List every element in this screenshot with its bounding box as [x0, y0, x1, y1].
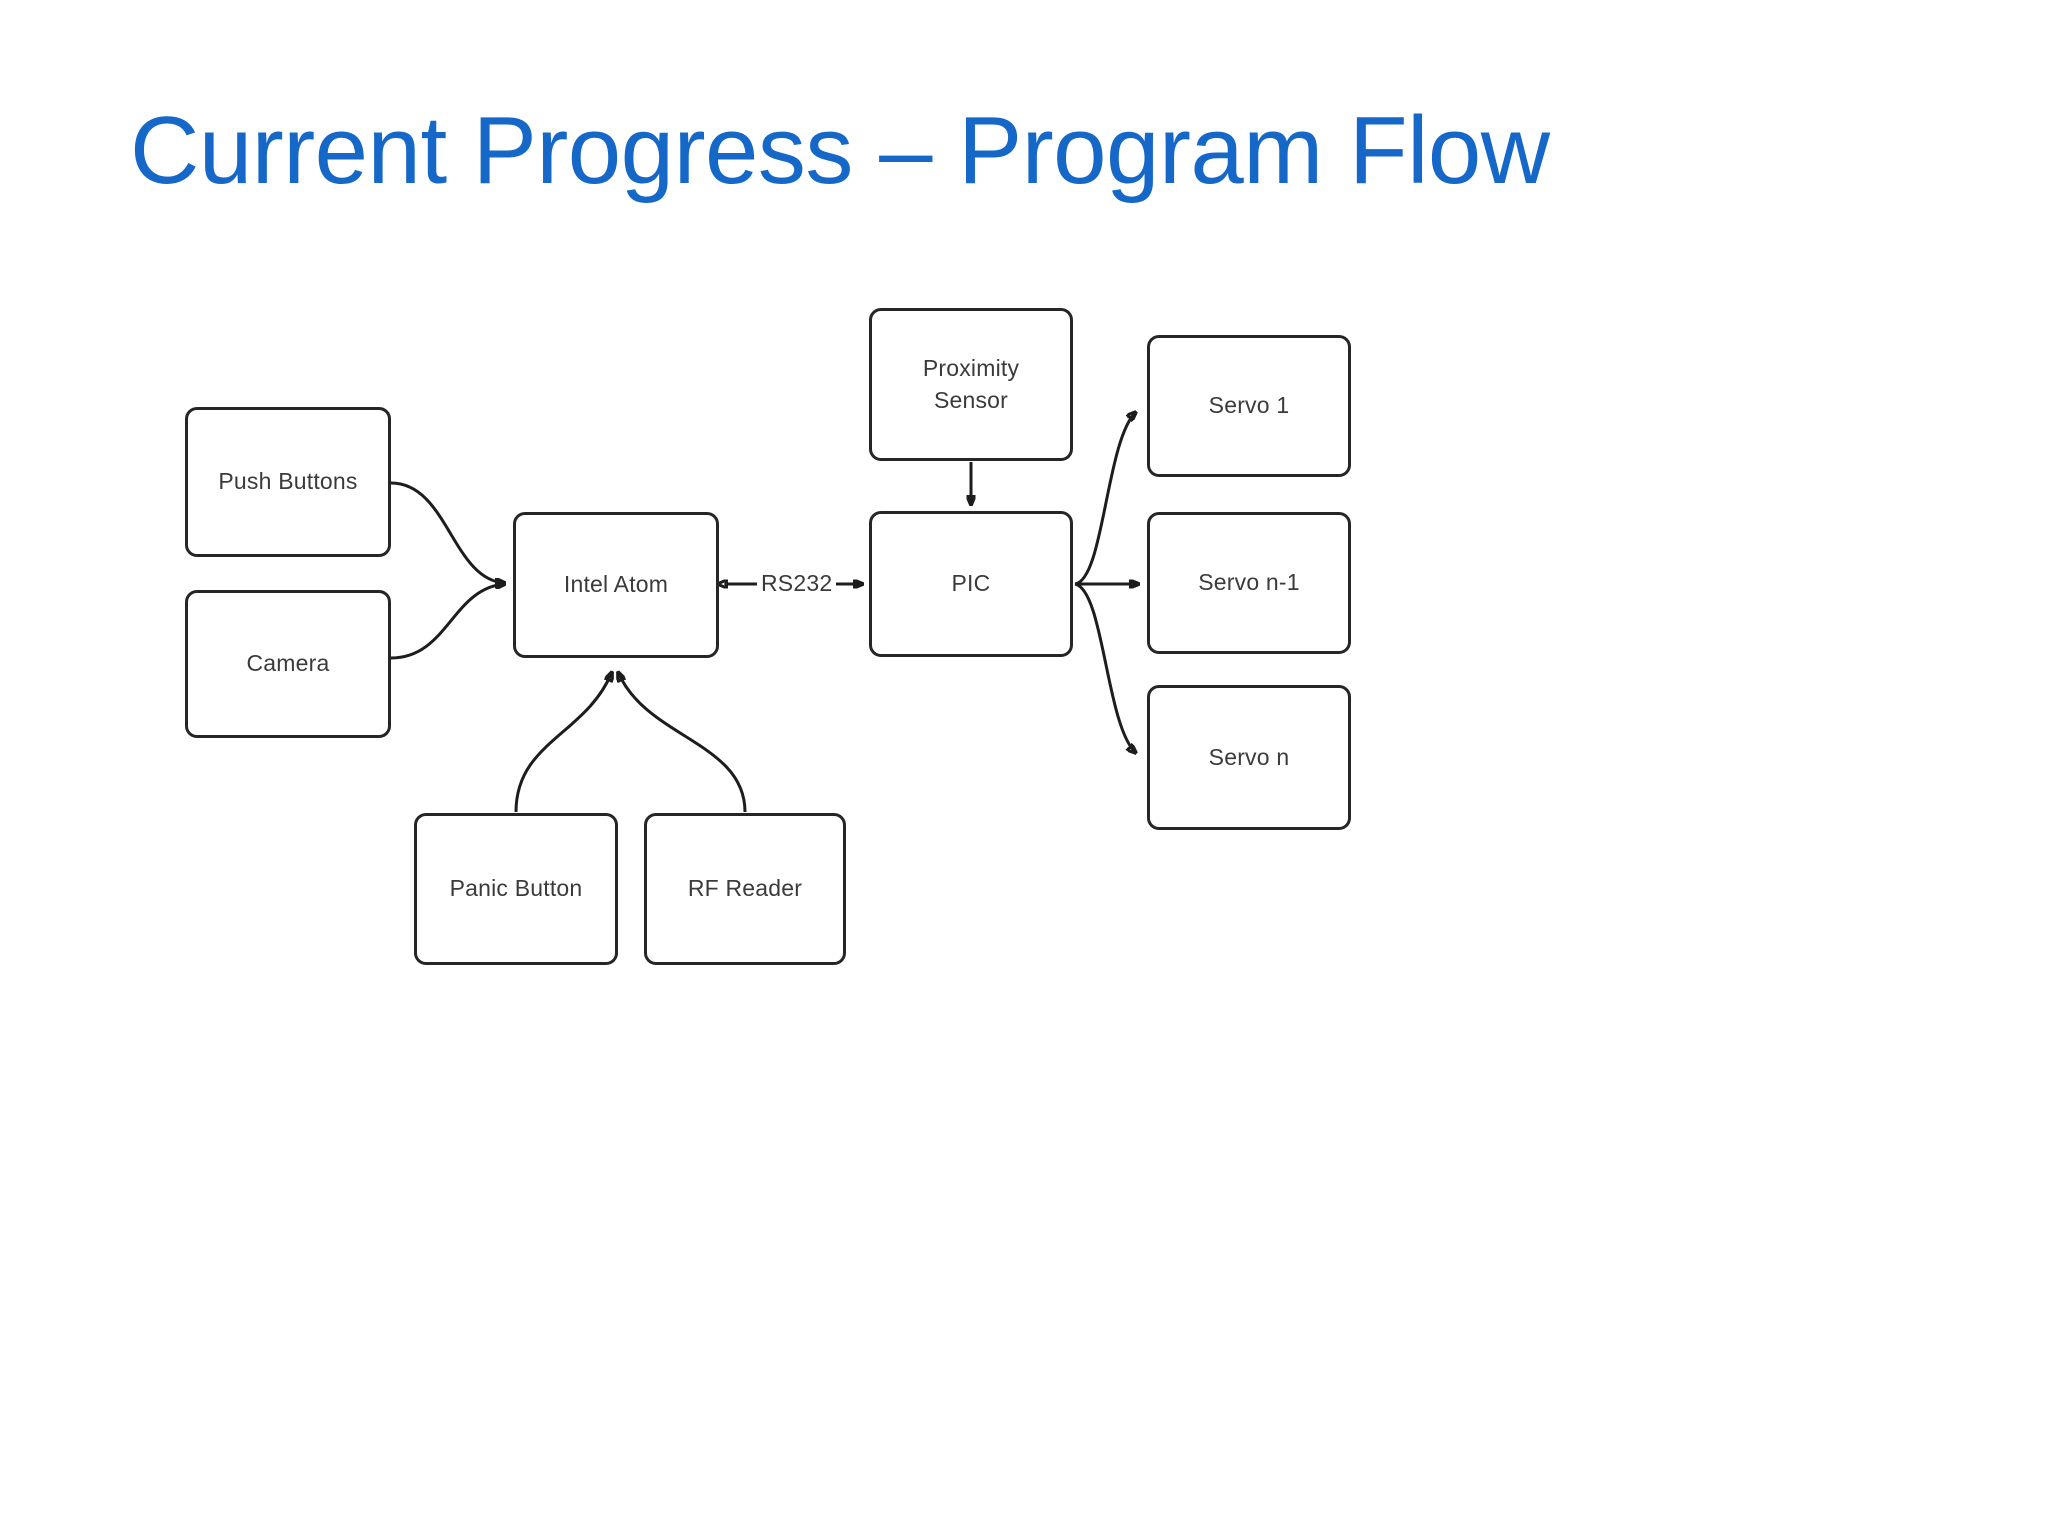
edge-rf-reader-to-intel-atom — [618, 672, 747, 813]
node-proximity-sensor[interactable]: Proximity Sensor — [869, 308, 1073, 461]
node-panic-button-label: Panic Button — [449, 875, 583, 902]
node-servo-n[interactable]: Servo n — [1147, 685, 1351, 830]
node-servo-1-label: Servo 1 — [1208, 392, 1290, 419]
node-servo-n-minus-1[interactable]: Servo n-1 — [1147, 512, 1351, 654]
node-servo-n-label: Servo n — [1208, 743, 1290, 770]
node-proximity-sensor-label: Proximity Sensor — [922, 355, 1020, 413]
node-rf-reader-label: RF Reader — [687, 875, 803, 902]
node-intel-atom[interactable]: Intel Atom — [513, 512, 719, 658]
node-intel-atom-label: Intel Atom — [563, 571, 669, 598]
node-pic[interactable]: PIC — [869, 511, 1073, 657]
edge-pic-to-servo-n — [1074, 582, 1136, 753]
node-camera[interactable]: Camera — [185, 590, 391, 738]
node-push-buttons[interactable]: Push Buttons — [185, 407, 391, 557]
node-camera-label: Camera — [246, 650, 330, 677]
edge-panic-button-to-intel-atom — [514, 672, 612, 813]
node-panic-button[interactable]: Panic Button — [414, 813, 618, 965]
edge-camera-to-intel-atom — [390, 584, 505, 660]
node-servo-n-minus-1-label: Servo n-1 — [1198, 569, 1300, 596]
node-rf-reader[interactable]: RF Reader — [644, 813, 846, 965]
page-title: Current Progress – Program Flow — [130, 97, 1550, 204]
edge-label-rs232: RS232 — [757, 572, 837, 595]
node-pic-label: PIC — [951, 570, 991, 597]
edge-push-buttons-to-intel-atom — [390, 481, 505, 583]
node-servo-1[interactable]: Servo 1 — [1147, 335, 1351, 477]
edge-pic-to-servo-1 — [1074, 412, 1136, 586]
node-push-buttons-label: Push Buttons — [218, 468, 358, 495]
